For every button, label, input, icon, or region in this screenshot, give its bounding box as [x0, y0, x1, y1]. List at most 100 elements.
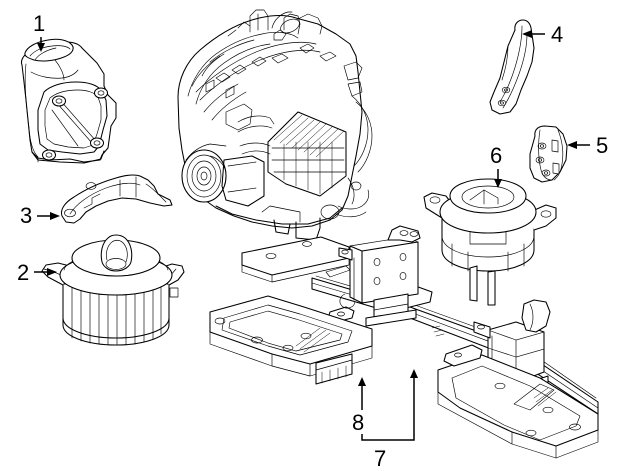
bracket-1-top-lug-crease2: [34, 47, 57, 61]
right-tower-left-tab-hole: [477, 324, 485, 330]
engine-sump-step: [261, 205, 301, 223]
right-tower-band: [487, 347, 545, 358]
bracket-1-hole-lower-left: [45, 152, 53, 158]
right-rail-score-lines: [533, 387, 557, 407]
plate-5-slot-bottom: [552, 162, 560, 175]
bracket-1-bottom-flange: [31, 150, 105, 164]
engine-cover-edge: [187, 32, 299, 97]
rail-8-score-1: [295, 327, 321, 347]
engine-cover-edge2: [195, 43, 271, 105]
bracket-1-boss-lower-right: [89, 137, 105, 149]
crossmember-right-tab: [443, 344, 483, 367]
bracket-4-crease-2: [502, 33, 528, 109]
part-engine-assembly: [177, 9, 373, 241]
engine-right-fitting: [350, 181, 362, 191]
bracket-1-web-panel: [37, 81, 108, 155]
engine-pulley-hub: [200, 171, 208, 181]
cushion-2-bellows: [62, 283, 170, 346]
callout-4: 4: [522, 22, 563, 47]
center-bracket-arm: [387, 225, 421, 243]
center-bracket-pedestal-line: [373, 303, 409, 311]
engine-runner-1: [195, 41, 317, 93]
engine-bracket-top: [273, 29, 287, 41]
part-engine-mount-cushion-left: [41, 234, 185, 346]
heatshield-3-hole-bottom: [64, 208, 76, 218]
callout-7-arrowhead: [410, 369, 418, 378]
callout-2-label: 2: [17, 260, 29, 285]
engine-tube-4: [283, 13, 301, 35]
cushion-6-inner-ring: [461, 185, 515, 209]
bracket-1-boss-lower-left: [41, 149, 57, 161]
engine-right-hose-2: [355, 101, 373, 173]
center-bracket-arm-hole-1: [399, 230, 409, 236]
right-rail-hole-1: [494, 382, 506, 390]
engine-tube-7: [227, 29, 237, 37]
cushion-6-right-hole: [540, 210, 552, 218]
crossmember-right-tab-hole: [454, 352, 462, 358]
center-bracket-side: [349, 245, 363, 304]
crossmember-back-hole-2: [302, 241, 312, 247]
callout-2-arrowhead: [47, 268, 57, 276]
engine-runner-3: [203, 83, 239, 113]
engine-pulley-r2: [186, 154, 222, 198]
right-rail-plate: [513, 383, 555, 411]
engine-right-pad2: [347, 81, 363, 97]
plate-5-hole-1-in: [539, 144, 545, 148]
crossmember-slot-1: [431, 325, 441, 329]
bracket-1-web-inner: [44, 89, 102, 149]
part-engine-support-crossmember: [209, 225, 599, 459]
callout-7-label: 7: [374, 446, 386, 471]
rail-8-end-block-ribs: [321, 365, 347, 384]
engine-block-panel-line2: [227, 187, 257, 193]
cushion-2-center-boot-inner: [106, 239, 128, 263]
callout-8-arrowhead: [358, 377, 366, 386]
engine-sump-edge: [215, 205, 343, 225]
right-tower-hook: [521, 299, 551, 333]
engine-tube-3: [271, 11, 293, 29]
bracket-1-hole-right: [97, 90, 105, 96]
engine-cooler-fins: [273, 114, 345, 158]
heatshield-3-crease-top: [69, 182, 141, 215]
bracket-1-strut-3: [51, 109, 79, 147]
callout-3: 3: [20, 203, 60, 228]
rail-8-end-block: [315, 353, 353, 385]
cushion-2-center-hole: [105, 258, 127, 270]
crossmember-right-rail: [437, 354, 599, 447]
plate-5-hole-3-in: [543, 171, 549, 175]
callout-3-arrowhead: [50, 212, 60, 220]
callout-2: 2: [17, 260, 57, 285]
callout-6: 6: [490, 143, 502, 188]
rail-8-hole-1: [214, 317, 226, 325]
cushion-6-stud-right: [487, 270, 496, 306]
bracket-1-rib-a: [54, 59, 65, 81]
engine-pulley-belt: [209, 155, 227, 173]
engine-hose-b: [201, 53, 225, 77]
engine-hose-big-3: [239, 142, 271, 147]
heatshield-3-step: [83, 193, 101, 209]
bracket-1-boss-top: [51, 95, 67, 107]
center-bracket-small-plate: [325, 265, 351, 278]
part-engine-mount-cushion-right: [423, 178, 557, 306]
cushion-6-left-hole: [429, 196, 441, 204]
crossmember-mid-flange-hole: [337, 311, 345, 317]
plate-5-crease-2: [553, 129, 564, 181]
callout-5-label: 5: [596, 133, 608, 158]
callout-7: 7: [361, 369, 418, 471]
engine-hose-a: [209, 39, 255, 63]
engine-tube-1: [249, 9, 269, 33]
callout-1: 1: [33, 11, 45, 52]
center-bracket-arm-hole-2: [409, 231, 419, 237]
cushion-6-collar-bottom: [439, 211, 537, 234]
plate-5-slot-top: [551, 139, 559, 153]
crossmember-side-rail-8-recess: [221, 304, 353, 356]
engine-sensor-2: [231, 64, 247, 75]
cushion-2-collar-bottom: [59, 274, 173, 296]
bracket-1-boss-right: [93, 87, 109, 99]
rail-8-score-2: [299, 329, 327, 350]
engine-sensor-4: [271, 53, 289, 64]
crossmember-back-hole-1: [265, 253, 277, 259]
engine-block-left-face: [185, 143, 227, 161]
engine-sensor-1: [215, 72, 231, 83]
